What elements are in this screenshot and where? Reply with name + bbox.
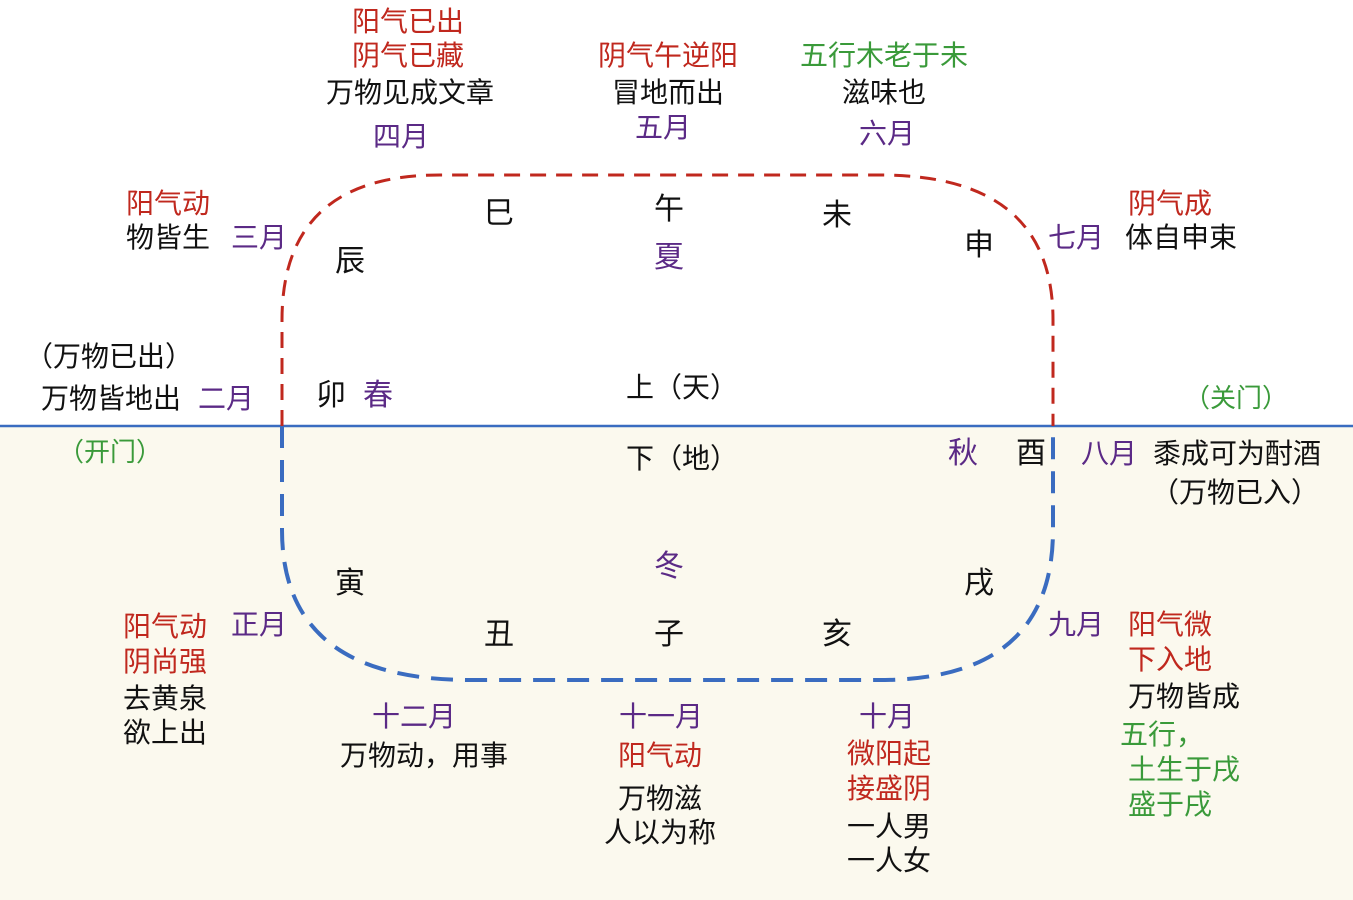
note-m9-line2: 下入地 bbox=[1127, 643, 1213, 676]
note-m7-line2: 体自申束 bbox=[1124, 221, 1238, 254]
note-m1-line1: 阳气动 bbox=[122, 610, 208, 643]
note-m1-line4: 欲上出 bbox=[122, 716, 208, 749]
month-12: 十二月 bbox=[371, 700, 457, 733]
note-m9-line5: 土生于戌 bbox=[1127, 753, 1241, 786]
note-m3-line2: 物皆生 bbox=[125, 221, 211, 254]
note-m2-line2: 万物皆地出 bbox=[40, 382, 182, 415]
note-m6-line2: 滋味也 bbox=[841, 76, 927, 109]
branch-wei: 未 bbox=[822, 198, 852, 233]
note-m3-line1: 阳气动 bbox=[125, 187, 211, 220]
note-m12-line1: 万物动，用事 bbox=[339, 739, 509, 772]
note-m4-line3: 万物见成文章 bbox=[325, 76, 495, 109]
season-summer: 夏 bbox=[654, 240, 684, 275]
branch-wu: 午 bbox=[654, 192, 684, 227]
month-7: 七月 bbox=[1047, 221, 1105, 254]
month-3: 三月 bbox=[230, 221, 288, 254]
note-m10-line4: 一人女 bbox=[846, 844, 932, 877]
note-m7-line1: 阴气成 bbox=[1127, 187, 1213, 220]
note-m10-line3: 一人男 bbox=[846, 810, 932, 843]
branch-shen: 申 bbox=[964, 228, 994, 263]
note-m11-line3: 人以为称 bbox=[603, 816, 717, 849]
month-2: 二月 bbox=[197, 382, 255, 415]
branch-zi: 子 bbox=[654, 617, 684, 652]
close-gate-label: （关门） bbox=[1183, 384, 1289, 414]
note-m6-line1: 五行木老于未 bbox=[799, 39, 969, 72]
branch-xu: 戌 bbox=[964, 566, 994, 601]
note-m4-line1: 阳气已出 bbox=[351, 5, 465, 38]
branch-hai: 亥 bbox=[822, 617, 852, 652]
note-m4-line2: 阴气已藏 bbox=[351, 39, 465, 72]
season-spring: 春 bbox=[363, 378, 393, 413]
yang-path-upper bbox=[280, 173, 1055, 426]
note-m10-line2: 接盛阴 bbox=[846, 772, 932, 805]
season-winter: 冬 bbox=[654, 549, 684, 584]
note-m1-line3: 去黄泉 bbox=[122, 682, 208, 715]
note-m9-line4: 五行， bbox=[1119, 718, 1205, 751]
earth-background bbox=[0, 426, 1353, 900]
note-m8-line1: 黍成可为酎酒 bbox=[1152, 437, 1322, 470]
month-6: 六月 bbox=[858, 117, 916, 150]
yin-path-lower bbox=[280, 426, 1055, 682]
note-m8-line2: （万物已入） bbox=[1150, 476, 1320, 509]
note-m10-line1: 微阳起 bbox=[846, 737, 932, 770]
open-gate-label: （开门） bbox=[57, 438, 163, 468]
note-m2-line1: （万物已出） bbox=[24, 340, 194, 373]
month-8: 八月 bbox=[1080, 437, 1138, 470]
note-m5-line2: 冒地而出 bbox=[611, 76, 725, 109]
month-1: 正月 bbox=[230, 608, 288, 641]
note-m9-line6: 盛于戌 bbox=[1127, 788, 1213, 821]
season-autumn: 秋 bbox=[948, 436, 978, 471]
note-m11-line1: 阳气动 bbox=[617, 739, 703, 772]
note-m1-line2: 阴尚强 bbox=[122, 645, 208, 678]
month-5: 五月 bbox=[634, 111, 692, 144]
branch-you: 酉 bbox=[1016, 436, 1046, 471]
month-9: 九月 bbox=[1047, 608, 1105, 641]
branch-si: 巳 bbox=[484, 196, 514, 231]
note-m5-line1: 阴气午逆阳 bbox=[597, 39, 739, 72]
note-m9-line3: 万物皆成 bbox=[1127, 680, 1241, 713]
month-10: 十月 bbox=[858, 700, 916, 733]
heaven-label: 上（天） bbox=[625, 371, 739, 404]
note-m11-line2: 万物滋 bbox=[617, 782, 703, 815]
month-11: 十一月 bbox=[618, 700, 704, 733]
earth-label: 下（地） bbox=[625, 442, 739, 475]
branch-chen: 辰 bbox=[335, 244, 365, 279]
branch-mao: 卯 bbox=[316, 378, 346, 413]
month-4: 四月 bbox=[372, 120, 430, 153]
branch-yin: 寅 bbox=[335, 566, 365, 601]
note-m9-line1: 阳气微 bbox=[1127, 608, 1213, 641]
branch-chou: 丑 bbox=[484, 617, 514, 652]
